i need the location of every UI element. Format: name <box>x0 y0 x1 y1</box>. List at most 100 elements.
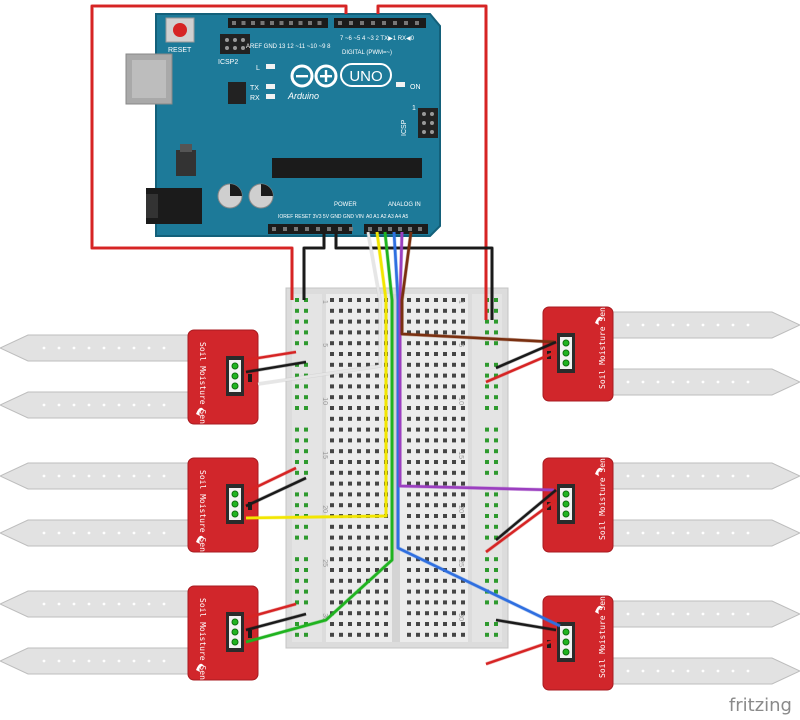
probe-dot <box>57 403 61 407</box>
arduino-logo <box>290 63 392 88</box>
row-number: 5 <box>457 343 464 347</box>
breadboard-hole <box>443 352 447 356</box>
rail-hole <box>494 308 498 313</box>
power-wire-left[interactable] <box>90 4 348 300</box>
breadboard-hole <box>330 395 334 400</box>
breadboard-hole <box>339 481 343 486</box>
breadboard-hole <box>425 470 429 475</box>
breadboard-hole <box>452 546 456 551</box>
probe-dot <box>72 346 76 350</box>
breadboard-hole <box>407 568 411 572</box>
probe-dot <box>42 659 46 663</box>
probe-dots <box>626 380 750 384</box>
sensor-pin <box>562 490 570 498</box>
breadboard-hole <box>416 384 420 389</box>
rail-hole <box>304 427 308 432</box>
probe-dot <box>746 474 750 478</box>
breadboard-hole <box>375 611 379 616</box>
breadboard-hole <box>434 632 438 637</box>
breadboard-hole <box>339 308 343 313</box>
signal-wire-a1[interactable] <box>245 231 388 520</box>
breadboard-hole <box>461 449 465 454</box>
signal-wire-a4[interactable] <box>398 231 555 492</box>
breadboard-hole <box>416 449 420 454</box>
led-tx-label: TX <box>250 85 259 92</box>
rail-hole <box>304 362 308 367</box>
rail-hole <box>295 341 299 346</box>
breadboard-hole <box>339 578 343 583</box>
breadboard-hole <box>407 362 411 367</box>
sensor-gnd-wire-2[interactable] <box>245 612 307 632</box>
breadboard-hole <box>443 395 447 400</box>
probe-dot <box>701 323 705 327</box>
rail-hole <box>295 330 299 335</box>
probe-dot <box>686 612 690 616</box>
sensor-vcc-wire-4[interactable] <box>485 499 557 553</box>
rail-hole <box>485 362 489 367</box>
sensor-vcc-wire-3[interactable] <box>485 350 557 384</box>
probe-dot <box>731 323 735 327</box>
rail-hole <box>295 384 299 389</box>
breadboard-hole <box>461 416 465 421</box>
breadboard-hole <box>407 514 411 518</box>
sensor-gnd-wire-1[interactable] <box>245 476 307 508</box>
breadboard-hole <box>348 492 352 497</box>
signal-wire-a2[interactable] <box>245 231 394 644</box>
breadboard-hole <box>357 492 361 497</box>
signal-wire-a5[interactable] <box>400 231 555 344</box>
sensor-gnd-wire-5[interactable] <box>495 618 557 632</box>
rail-hole <box>485 622 489 626</box>
breadboard-hole <box>443 308 447 313</box>
header-pin <box>317 21 322 25</box>
breadboard-hole <box>375 557 379 562</box>
breadboard-hole <box>366 568 370 572</box>
header-pin <box>232 21 236 25</box>
capacitor-2 <box>248 183 274 209</box>
breadboard-hole <box>461 470 465 475</box>
breadboard-hole <box>357 308 361 313</box>
ground-wire-right[interactable] <box>334 232 494 320</box>
breadboard-hole <box>348 557 352 562</box>
ground-wire-left[interactable] <box>302 232 326 300</box>
header-pin <box>360 21 364 25</box>
breadboard-hole <box>425 535 429 540</box>
breadboard-hole <box>452 341 456 346</box>
breadboard-hole <box>357 535 361 540</box>
rail-hole <box>485 319 489 324</box>
sensor-chip <box>248 502 252 510</box>
breadboard-hole <box>366 546 370 551</box>
sensor-vcc-wire-2[interactable] <box>245 602 297 620</box>
probe-dot <box>671 612 675 616</box>
sensor-vcc-wire-1[interactable] <box>245 466 297 494</box>
breadboard-hole <box>443 319 447 324</box>
breadboard-hole <box>366 589 370 594</box>
breadboard-hole <box>348 298 352 302</box>
rail-hole <box>485 524 489 529</box>
breadboard-hole <box>375 438 379 443</box>
breadboard-hole <box>357 578 361 583</box>
sensor-gnd-wire-0[interactable] <box>245 360 307 374</box>
breadboard-hole <box>375 352 379 356</box>
breadboard-hole <box>434 298 438 302</box>
probe-dot <box>731 612 735 616</box>
header-pin <box>349 227 353 231</box>
breadboard-hole <box>348 611 352 616</box>
signal-wire-a3[interactable] <box>392 231 561 628</box>
rail-hole <box>494 535 498 540</box>
signal-wire-a0[interactable] <box>257 231 382 386</box>
sensor-board <box>542 306 614 402</box>
sensor-vcc-wire-0[interactable] <box>245 350 297 362</box>
probe-dot <box>656 669 660 673</box>
breadboard-hole <box>452 308 456 313</box>
analog-pin-labels: A0 A1 A2 A3 A4 A5 <box>366 214 408 220</box>
breadboard-hole <box>330 308 334 313</box>
sensor-vcc-wire-5[interactable] <box>485 638 557 666</box>
probe-dot <box>626 380 630 384</box>
sensor-pin <box>562 359 570 367</box>
breadboard-hole <box>425 341 429 346</box>
breadboard-hole <box>330 622 334 626</box>
header-pin <box>388 227 392 231</box>
sensor-gnd-wire-3[interactable] <box>495 340 557 370</box>
power-wire-right[interactable] <box>376 4 488 320</box>
sensor-gnd-wire-4[interactable] <box>495 489 557 541</box>
